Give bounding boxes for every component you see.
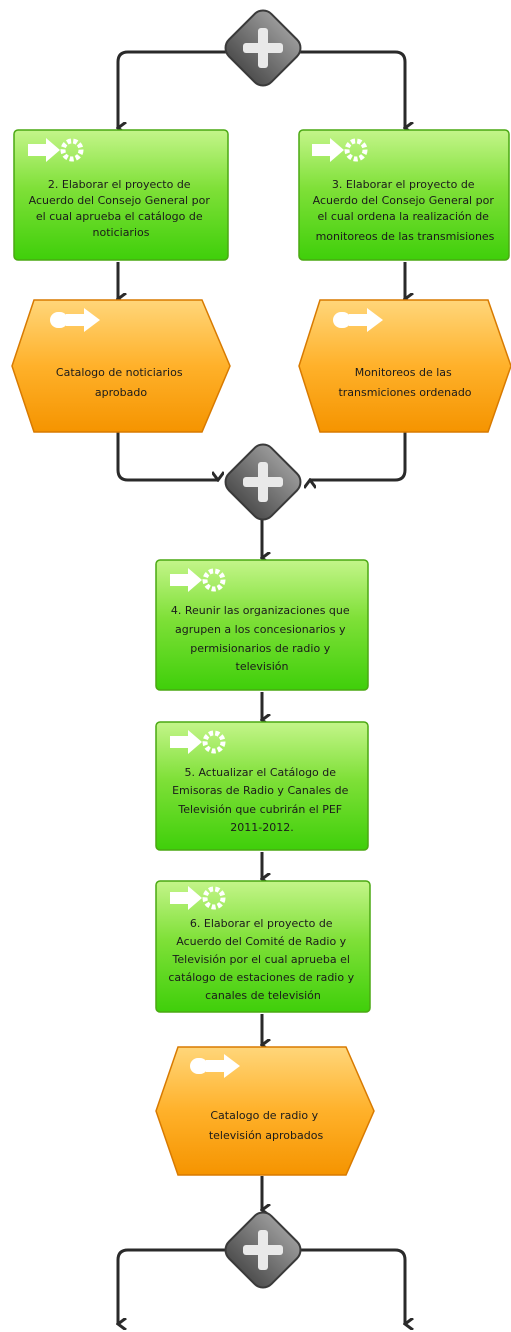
svg-text:4. Reunir las organizaciones q: 4. Reunir las organizaciones que agrupen…: [171, 604, 353, 673]
function-text-line: 4. Reunir las organizaciones que: [171, 604, 350, 617]
svg-text:Catalogo de noticiarios: Catalogo de noticiarios aprobado: [56, 366, 186, 399]
function-text-line: 6. Elaborar el proyecto de: [190, 917, 333, 930]
svg-text:6. Elaborar el proyecto de: 6. Elaborar el proyecto de Acuerdo del C…: [168, 917, 357, 1002]
function-text-line: noticiarios: [93, 226, 150, 239]
function-text-line: 2011-2012.: [230, 821, 293, 834]
function-text-line: Televisión por el cual aprueba el: [172, 953, 350, 966]
event-node-2[interactable]: Monitoreos de las transmiciones ordenado: [298, 299, 511, 433]
connector-g3-right: [298, 1248, 405, 1324]
svg-text:Catalogo de radio y tele: Catalogo de radio y televisión aprobados: [209, 1109, 324, 1142]
event-text-line: Monitoreos de las: [355, 366, 452, 379]
connector-e2-g2: [310, 432, 407, 480]
svg-text:Monitoreos de las transm: Monitoreos de las transmiciones ordenado: [338, 366, 471, 399]
function-node-2[interactable]: 2. Elaborar el proyecto de Acuerdo del C…: [13, 129, 229, 261]
event-text-line: Catalogo de radio y: [210, 1109, 318, 1122]
gateway-and[interactable]: [221, 1208, 306, 1293]
function-text-line: televisión: [236, 660, 289, 673]
event-arrow-icon: [190, 1054, 240, 1078]
connector-e1-g2: [116, 432, 218, 480]
function-arrow-gear-icon: [170, 568, 226, 592]
event-text-line: aprobado: [95, 386, 147, 399]
function-text-line: 2. Elaborar el proyecto de: [48, 178, 191, 191]
event-text-line: Catalogo de noticiarios: [56, 366, 183, 379]
function-node-3[interactable]: 3. Elaborar el proyecto de Acuerdo del C…: [298, 129, 510, 261]
gateway-and[interactable]: [221, 6, 306, 91]
function-arrow-gear-icon: [170, 730, 226, 754]
event-arrow-icon: [50, 308, 100, 332]
function-text-line: el cual aprueba el catálogo de: [36, 210, 203, 223]
function-text-line: monitoreos de las transmisiones: [316, 230, 495, 243]
svg-text:5. Actualizar el Catálogo de: 5. Actualizar el Catálogo de Emisoras de…: [172, 766, 352, 834]
connector-g1-f3: [298, 50, 405, 128]
event-node-3[interactable]: Catalogo de radio y televisión aprobados: [155, 1046, 375, 1176]
function-text-line: catálogo de estaciones de radio y: [168, 971, 354, 984]
plus-icon: [243, 1230, 283, 1270]
plus-icon: [243, 462, 283, 502]
function-text-line: agrupen a los concesionarios y: [175, 623, 346, 636]
function-text-line: 5. Actualizar el Catálogo de: [184, 766, 336, 779]
function-text-line: 3. Elaborar el proyecto de: [332, 178, 475, 191]
svg-text:3. Elaborar el proyecto de: 3. Elaborar el proyecto de Acuerdo del C…: [313, 178, 498, 243]
function-text-line: Acuerdo del Consejo General por: [313, 194, 495, 207]
function-text-line: Emisoras de Radio y Canales de: [172, 784, 349, 797]
function-arrow-gear-icon: [170, 886, 226, 910]
function-node-5[interactable]: 5. Actualizar el Catálogo de Emisoras de…: [155, 721, 369, 851]
event-text-line: televisión aprobados: [209, 1129, 324, 1142]
function-text-line: el cual ordena la realización de: [318, 210, 490, 223]
plus-icon: [243, 28, 283, 68]
function-arrow-gear-icon: [312, 138, 368, 162]
event-node-1[interactable]: Catalogo de noticiarios aprobado: [11, 299, 231, 433]
event-text-line: transmiciones ordenado: [338, 386, 471, 399]
svg-text:2. Elaborar el proyecto de: 2. Elaborar el proyecto de Acuerdo del C…: [29, 178, 214, 239]
function-text-line: permisionarios de radio y: [190, 642, 330, 655]
function-node-4[interactable]: 4. Reunir las organizaciones que agrupen…: [155, 559, 369, 691]
connector-g3-left: [118, 1248, 228, 1324]
function-text-line: Televisión que cubrirán el PEF: [177, 803, 342, 816]
function-text-line: Acuerdo del Comité de Radio y: [176, 935, 346, 948]
function-arrow-gear-icon: [28, 138, 84, 162]
function-text-line: Acuerdo del Consejo General por: [29, 194, 211, 207]
event-arrow-icon: [333, 308, 383, 332]
connectors: [116, 50, 407, 1324]
function-node-6[interactable]: 6. Elaborar el proyecto de Acuerdo del C…: [155, 880, 371, 1013]
function-text-line: canales de televisión: [205, 989, 321, 1002]
connector-g1-f2: [118, 50, 228, 128]
gateway-and[interactable]: [221, 440, 306, 525]
